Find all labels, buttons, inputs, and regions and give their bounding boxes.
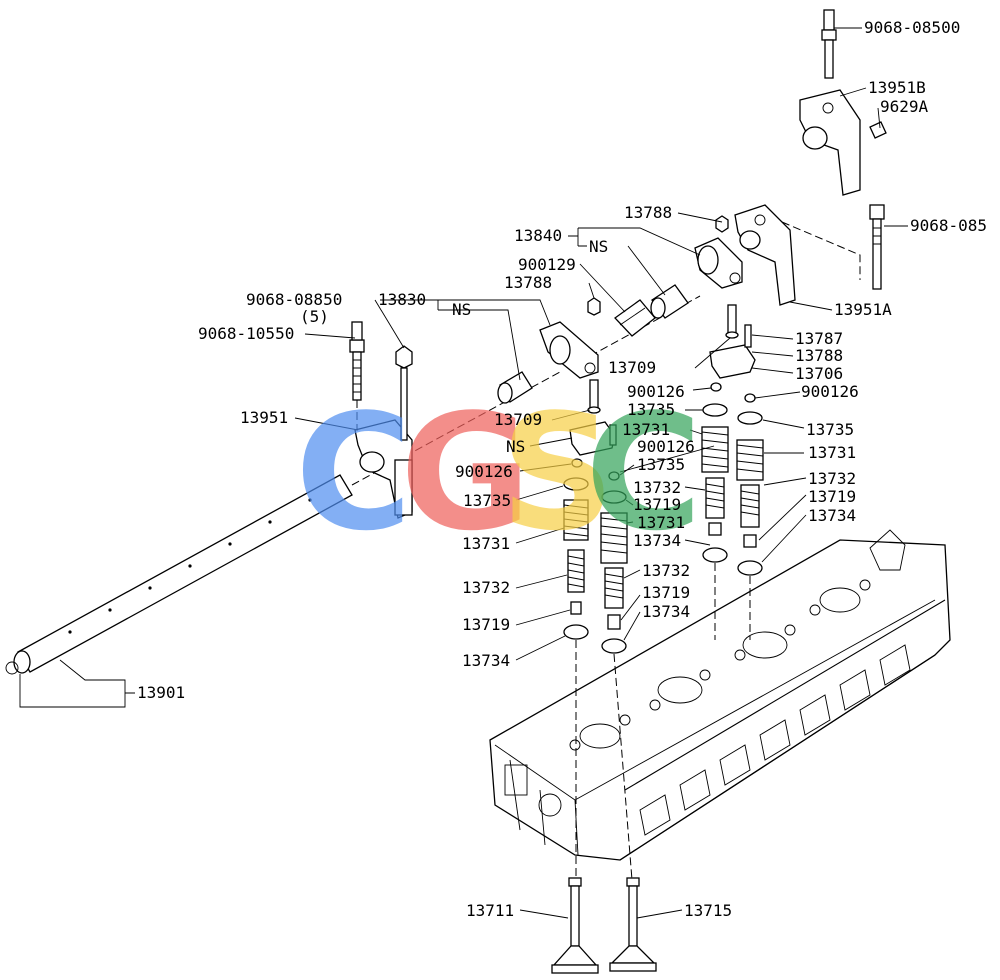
cylinder-head [489,529,951,861]
bridge-13706-right [709,324,756,379]
watermark-letter-s: S [500,379,615,566]
rocker-arm-13840 [694,237,743,289]
label-13709-left: 13709 [494,410,542,429]
label-ns-top: NS [589,237,608,256]
bolt-9068-085 [869,204,885,290]
label-9068-085: 9068-085 [910,216,987,235]
guide-dashed-right [781,221,861,280]
label-ns-mid: NS [452,300,471,319]
label-900126-low: 900126 [455,462,513,481]
label-13734-right: 13734 [808,506,856,525]
bolt-9068-10550 [349,321,365,430]
rocker-bracket-13951A [734,204,796,306]
bushing-900129 [614,299,656,337]
label-13706: 13706 [795,364,843,383]
label-13732-a: 13732 [633,478,681,497]
label-900126-right: 900126 [801,382,859,401]
label-13719-left: 13719 [462,615,510,634]
label-13734-b: 13734 [642,602,690,621]
nut-13788-mid [587,297,601,316]
label-9068-08500: 9068-08500 [864,18,960,37]
set-screw-9629A [869,121,887,139]
nut-13788-top [715,215,729,233]
label-13840: 13840 [514,226,562,245]
label-qty-5: (5) [300,307,329,326]
label-13719-right: 13719 [808,487,856,506]
label-13735-right: 13735 [806,420,854,439]
watermark: C G S C [295,379,702,566]
watermark-letter-c2: C [585,379,702,566]
label-13951B: 13951B [868,78,926,97]
valve-centerlines [575,563,751,881]
valve-spring-stack-3 [701,382,729,563]
bolt-9068-08850 [395,345,413,441]
adjust-screw-13709-right [725,304,739,339]
label-13731-left: 13731 [462,534,510,553]
label-9068-08850: 9068-08850 [246,290,342,309]
label-13731-b: 13731 [637,513,685,532]
label-13735-b: 13735 [637,455,685,474]
label-900126-center: 900126 [637,437,695,456]
label-13951: 13951 [240,408,288,427]
rocker-bushing-right [650,284,689,319]
label-13788-top: 13788 [624,203,672,222]
label-13787: 13787 [795,329,843,348]
label-9629A: 9629A [880,97,929,116]
watermark-letter-c1: C [295,379,412,566]
label-13731-right: 13731 [808,443,856,462]
valve-spring-stack-4 [736,393,764,576]
leader-lines [19,27,908,919]
exhaust-valve-13715 [609,877,657,972]
label-13715: 13715 [684,901,732,920]
label-13788-mid: 13788 [504,273,552,292]
rocker-bracket-13951 [354,419,413,519]
valve-spring-stack-2 [600,471,628,654]
label-13732-b: 13732 [642,561,690,580]
label-13719-b: 13719 [642,583,690,602]
label-9068-10550: 9068-10550 [198,324,294,343]
label-13735-a: 13735 [627,400,675,419]
label-13735-left: 13735 [463,491,511,510]
valve-spring-stack-1 [563,458,589,640]
label-ns-low: NS [506,437,525,456]
label-13788-right: 13788 [795,346,843,365]
label-13734-left: 13734 [462,651,510,670]
label-13732-right: 13732 [808,469,856,488]
label-900126-left: 900126 [627,382,685,401]
label-13719-a: 13719 [633,495,681,514]
label-13734-a: 13734 [633,531,681,550]
rocker-bracket-13951B [799,89,861,196]
adjust-screw-13709-left [587,379,601,414]
rocker-bushing-left [497,371,533,404]
label-900129: 900129 [518,255,576,274]
intake-valve-13711 [551,877,599,974]
label-13731-a: 13731 [622,420,670,439]
label-13830: 13830 [378,290,426,309]
label-13732-left: 13732 [462,578,510,597]
label-13709-right: 13709 [608,358,656,377]
part-labels: 9068-08500 13951B 9629A 13788 9068-085 1… [137,18,987,920]
label-13951A: 13951A [834,300,892,319]
label-13901: 13901 [137,683,185,702]
bolt-9068-08500 [821,9,837,79]
watermark-letter-g: G [400,379,531,566]
label-13711: 13711 [466,901,514,920]
bridge-left [569,421,617,456]
rocker-arm-13830 [539,321,599,379]
